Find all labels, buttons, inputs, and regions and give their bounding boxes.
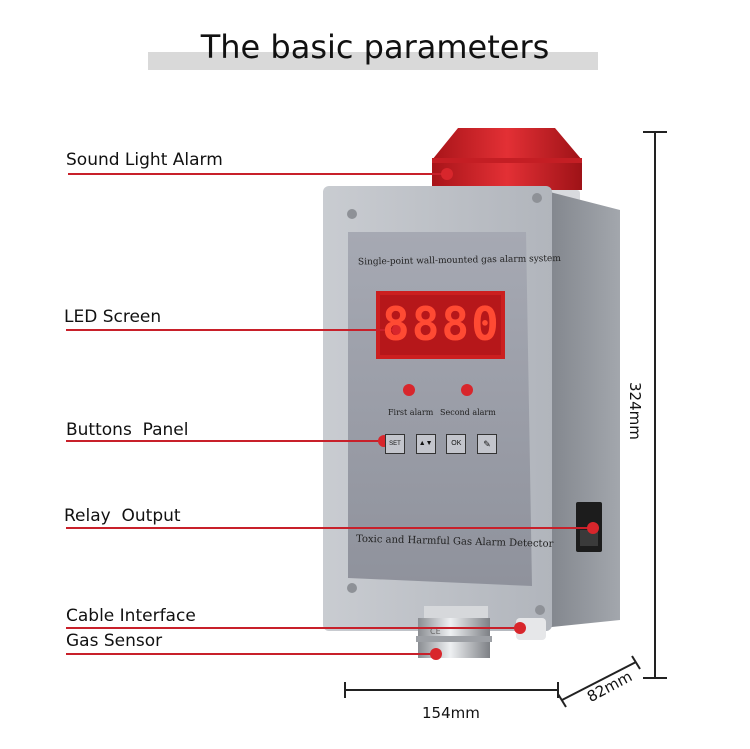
first-alarm-light <box>403 384 415 396</box>
label-led-screen: LED Screen <box>64 307 162 327</box>
callout-dot-gas-sensor <box>430 648 442 660</box>
label-gas-sensor: Gas Sensor <box>66 631 163 651</box>
buttons-panel: SET ▲▼ OK ✎ <box>385 434 497 456</box>
callout-dot-relay-output <box>587 522 599 534</box>
edit-button[interactable]: ✎ <box>476 434 497 454</box>
label-cable-interface: Cable Interface <box>66 606 196 626</box>
second-alarm-label: Second alarm <box>440 408 496 417</box>
first-alarm-label: First alarm <box>388 408 434 417</box>
label-sound-light-alarm: Sound Light Alarm <box>66 150 223 170</box>
svg-text:CE: CE <box>430 627 441 636</box>
dimension-lines <box>344 131 667 708</box>
page-title: The basic parameters <box>200 28 550 66</box>
label-buttons-panel: Buttons Panel <box>66 420 189 440</box>
dimension-height: 324mm <box>626 382 644 440</box>
callout-dot-sound-light-alarm <box>441 168 453 180</box>
gas-sensor: CE <box>416 606 492 658</box>
callout-dot-cable-interface <box>514 622 526 634</box>
title-underline-bar <box>148 52 598 70</box>
second-alarm-light <box>461 384 473 396</box>
set-button[interactable]: SET <box>385 434 405 454</box>
ok-button[interactable]: OK <box>446 434 467 454</box>
label-relay-output: Relay Output <box>64 506 181 526</box>
up-down-button[interactable]: ▲▼ <box>415 434 436 454</box>
callout-dot-led-screen <box>392 324 404 336</box>
dimension-width: 154mm <box>422 704 480 722</box>
led-display-value: 8880 <box>382 297 501 351</box>
